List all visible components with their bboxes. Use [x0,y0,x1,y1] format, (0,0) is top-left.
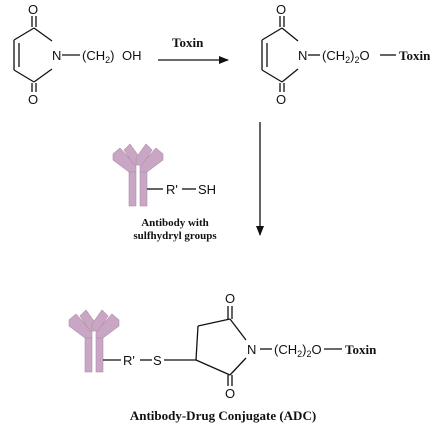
ethanol-linker: (CH2) [82,48,114,65]
linker-open: (CH [274,342,297,357]
antibody-caption-line2: sulfhydryl groups [133,230,217,242]
maleimide-reactant: O O N (CH2) OH [13,2,142,107]
hydroxyl-label: OH [122,48,142,63]
ether-oxygen: O [311,342,321,357]
carbonyl-oxygen-bottom: O [225,386,235,401]
ring-bonds [261,16,396,92]
linker-open: (CH [82,48,105,63]
linker-close: ) [350,48,354,63]
reaction-arrow-toxin: Toxin [158,35,229,64]
antibody-icon [68,309,120,373]
ether-oxygen: O [359,48,369,63]
linker-open: (CH [322,48,345,63]
sulfhydryl-label: SH [198,182,216,197]
r-prime-label: R' [166,182,178,197]
carbonyl-oxygen-top: O [28,2,38,17]
carbonyl-oxygen-bottom: O [276,92,286,107]
ethoxy-linker: (CH2)2O [274,342,322,359]
toxin-label: Toxin [345,342,377,357]
r-prime-label: R' [123,353,135,368]
toxin-label: Toxin [399,48,431,63]
linker-subscript-outer: 2 [306,349,311,359]
maleimide-toxin-product: O O N (CH2)2O Toxin [261,2,431,107]
ring-bonds [13,16,80,92]
carbonyl-oxygen-bottom: O [28,92,38,107]
linker-subscript-outer: 2 [354,55,359,65]
imide-nitrogen: N [298,48,307,63]
linker-subscript: 2 [345,55,350,65]
imide-nitrogen: N [247,342,256,357]
ethoxy-linker: (CH2)2O [322,48,370,65]
antibody-icon [112,143,164,207]
linker-close: ) [302,342,306,357]
adc-caption: Antibody-Drug Conjugate (ADC) [130,408,316,423]
linker-subscript: 2 [105,55,110,65]
carbonyl-oxygen-top: O [225,291,235,306]
adc-bonds [103,306,342,386]
imide-nitrogen: N [52,48,61,63]
carbonyl-oxygen-top: O [276,2,286,17]
adc-product: R' S O O N (CH2)2O Toxin Antibody-Drug C… [68,291,377,423]
thioether-sulfur: S [153,353,162,368]
linker-close: ) [110,48,114,63]
linker-subscript: 2 [297,349,302,359]
antibody-reagent: R' SH Antibody with sulfhydryl groups [112,143,217,242]
antibody-caption-line1: Antibody with [141,217,209,229]
reagent-toxin-label: Toxin [172,35,204,50]
